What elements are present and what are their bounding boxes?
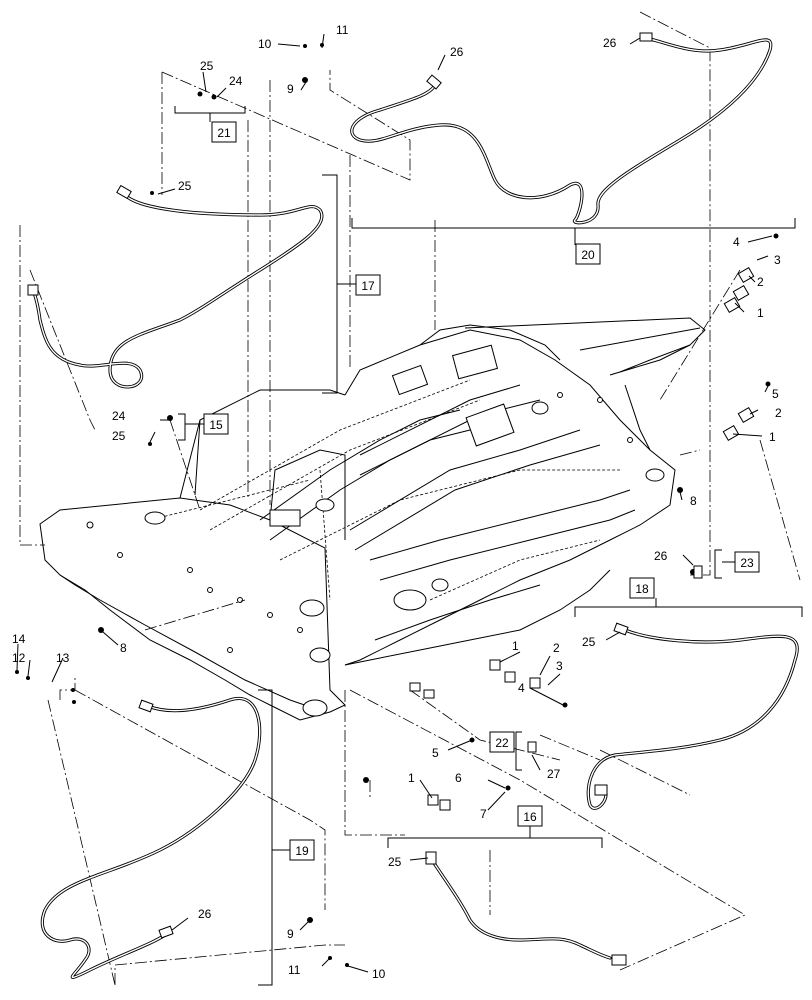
- callout-5-right: 5: [772, 387, 779, 401]
- callout-8-left: 8: [120, 641, 127, 655]
- callout-3-right: 3: [774, 253, 781, 267]
- callout-2-right: 2: [757, 275, 764, 289]
- boxed-callout-22: 22: [489, 731, 515, 753]
- callout-1-lower: 1: [408, 771, 415, 785]
- chassis-frame: [39, 317, 706, 721]
- callout-2-right-lower: 2: [775, 406, 782, 420]
- callout-26-bottom-left: 26: [198, 907, 212, 921]
- callout-8-right: 8: [690, 494, 697, 508]
- hose-17: [31, 193, 324, 389]
- callout-1-right-lower: 1: [769, 430, 776, 444]
- svg-text:15: 15: [209, 418, 223, 432]
- callout-11-bottom: 11: [288, 963, 301, 977]
- callout-3-center: 3: [556, 659, 563, 673]
- frame-holes: [86, 392, 633, 653]
- callout-1-center: 1: [512, 639, 519, 653]
- callout-24-top: 24: [229, 74, 243, 88]
- hose-18: [586, 628, 799, 810]
- hose-16: [430, 858, 612, 960]
- fittings: [15, 32, 779, 967]
- callout-26-right-mid: 26: [654, 549, 668, 563]
- svg-text:17: 17: [361, 279, 375, 293]
- callout-2-center: 2: [553, 641, 560, 655]
- callout-24-left: 24: [112, 409, 126, 423]
- callout-11-top: 11: [336, 23, 349, 37]
- hose-20: [350, 36, 773, 225]
- svg-text:22: 22: [495, 736, 509, 750]
- boxed-callout-21: 21: [211, 121, 237, 143]
- bracket-lines: [16, 33, 803, 986]
- boxed-callouts: 21 20 17 15 23 18 22 16: [203, 121, 760, 861]
- hydraulic-hoses: [31, 36, 799, 980]
- boxed-callout-20: 20: [575, 243, 601, 265]
- callout-5-center: 5: [432, 746, 439, 760]
- callout-14: 14: [12, 632, 26, 646]
- callout-9-bottom: 9: [287, 927, 294, 941]
- callout-10-top: 10: [258, 37, 272, 51]
- boxed-callout-23: 23: [734, 551, 760, 573]
- callout-25-right-mid: 25: [582, 635, 596, 649]
- callout-25-bottom: 25: [388, 855, 402, 869]
- callout-27: 27: [547, 767, 561, 781]
- callout-labels: 10 11 9 26 25 24 25 26 4 3 2 1 5 2 1 24 …: [12, 23, 782, 981]
- svg-text:23: 23: [740, 556, 754, 570]
- leader-centerlines: [19, 11, 801, 986]
- callout-4-center: 4: [518, 681, 525, 695]
- callout-6: 6: [455, 771, 462, 785]
- callout-4-right: 4: [733, 235, 740, 249]
- hose-19: [40, 696, 262, 980]
- callout-26-right-top: 26: [603, 36, 617, 50]
- boxed-callout-18: 18: [629, 577, 655, 599]
- boxed-callout-16: 16: [517, 805, 543, 827]
- callout-1-right: 1: [757, 306, 764, 320]
- callout-25-left: 25: [112, 429, 126, 443]
- callout-9-top: 9: [287, 82, 294, 96]
- callout-13: 13: [56, 651, 70, 665]
- svg-text:18: 18: [635, 582, 649, 596]
- callout-25-hose17: 25: [178, 179, 192, 193]
- svg-text:20: 20: [581, 248, 595, 262]
- boxed-callout-15: 15: [203, 413, 229, 435]
- callout-25-top: 25: [200, 59, 214, 73]
- callout-10-bottom: 10: [372, 967, 386, 981]
- callout-7: 7: [480, 807, 487, 821]
- svg-text:21: 21: [217, 126, 231, 140]
- boxed-callout-17: 17: [355, 274, 381, 296]
- svg-text:19: 19: [295, 844, 309, 858]
- svg-text:16: 16: [523, 810, 537, 824]
- callout-26-top: 26: [450, 45, 464, 59]
- callout-12: 12: [12, 651, 26, 665]
- boxed-callout-19: 19: [289, 839, 315, 861]
